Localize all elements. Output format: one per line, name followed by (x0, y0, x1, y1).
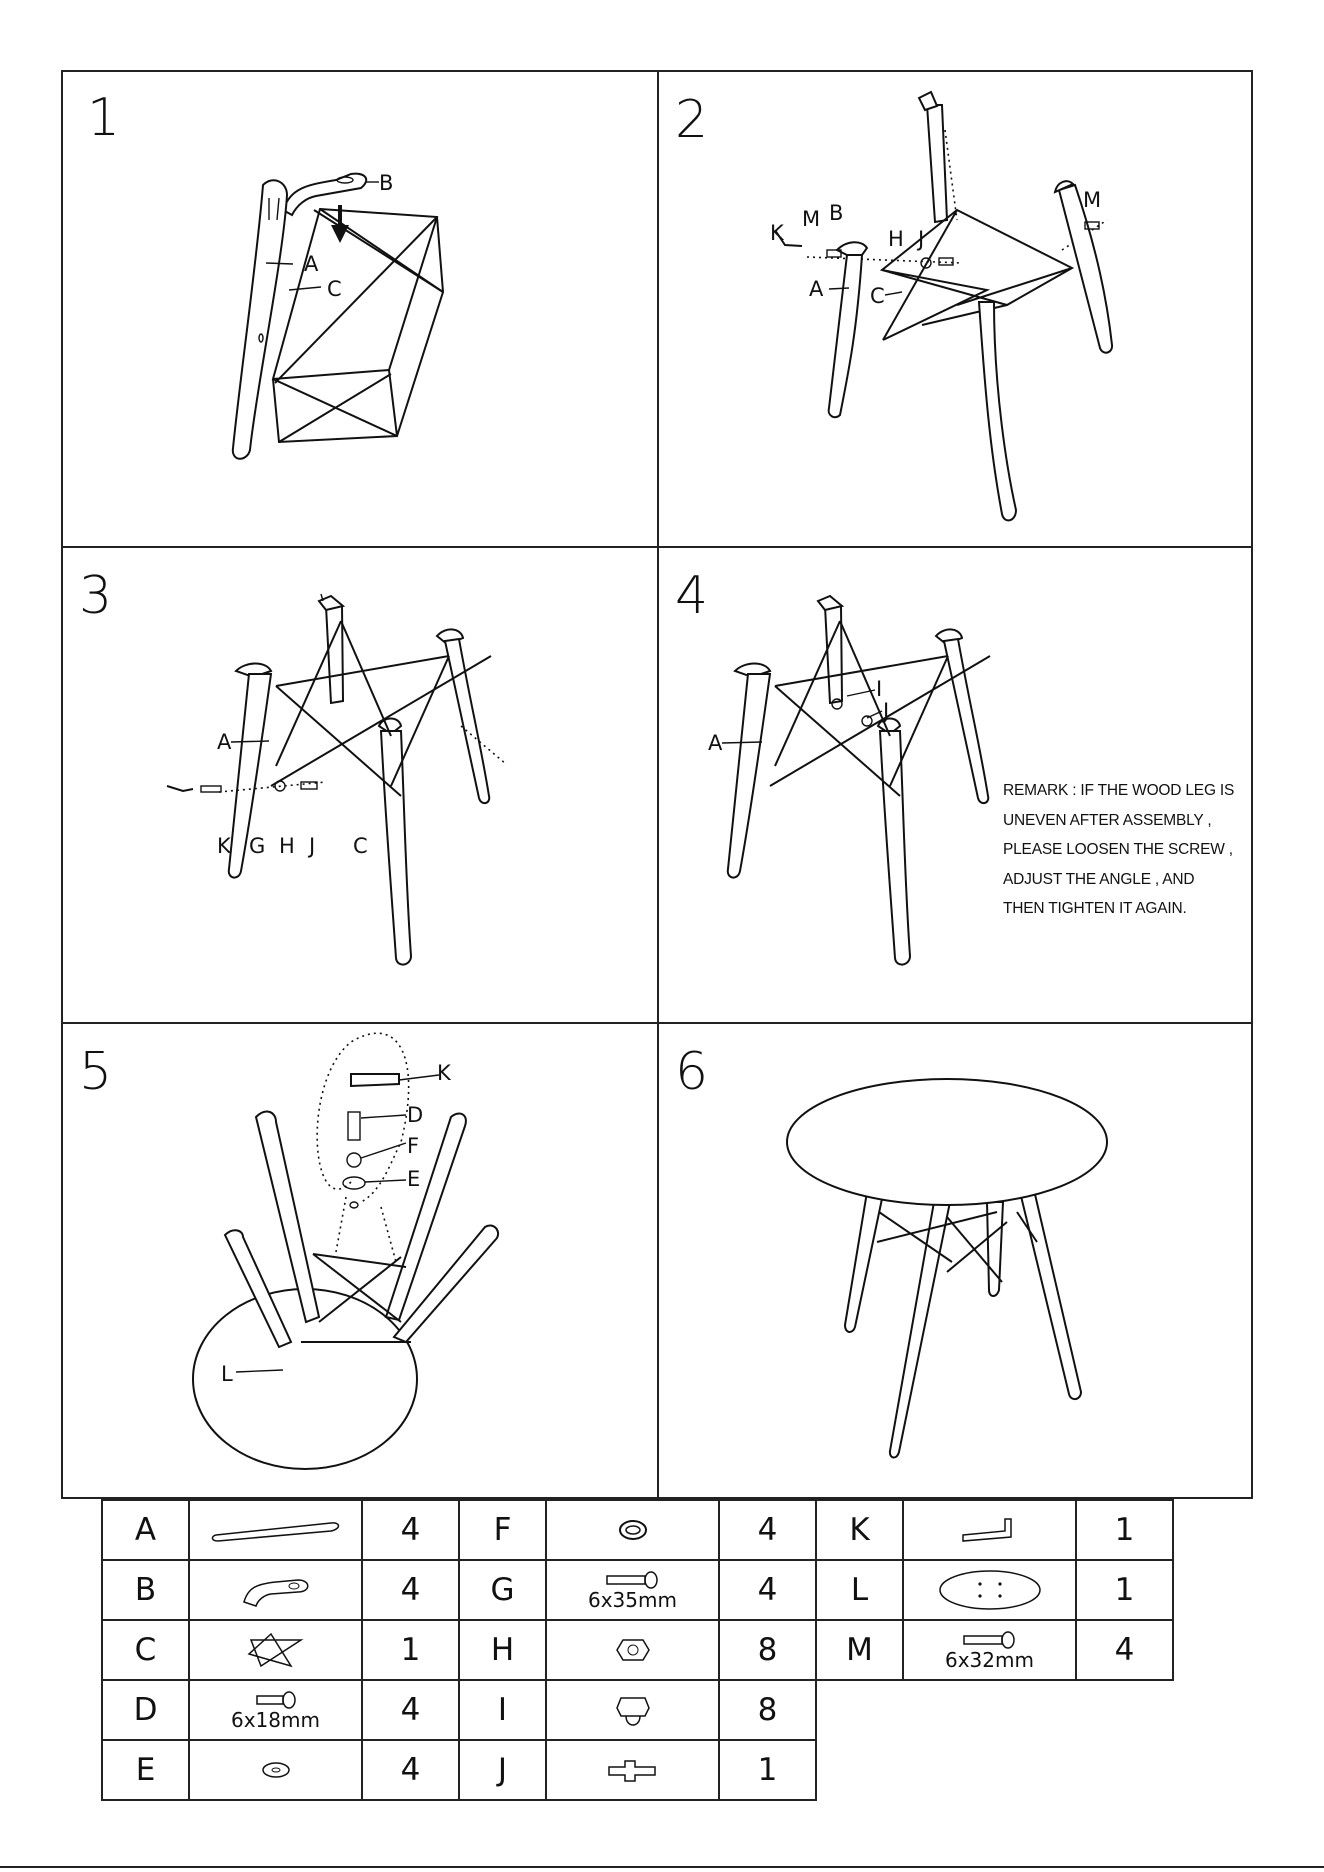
remark-line: UNEVEN AFTER ASSEMBLY , (1003, 806, 1253, 836)
label-j: J (307, 834, 315, 858)
label-b: B (379, 171, 393, 195)
part-code: B (102, 1560, 189, 1620)
cap-nut-icon (546, 1680, 719, 1740)
parts-list-table: A 4 F 4 K 1 B 4 G 6x35mm 4 L 1 C 1 H 8 M… (101, 1499, 1174, 1801)
part-qty: 4 (719, 1560, 816, 1620)
part-qty: 1 (1076, 1560, 1173, 1620)
spring-washer-icon (546, 1500, 719, 1560)
step-2-panel: 2 K M B H J M A (657, 70, 1253, 546)
label-i: I (876, 677, 882, 701)
label-d: D (407, 1103, 423, 1127)
table-top-icon (903, 1560, 1076, 1620)
part-code: L (816, 1560, 903, 1620)
part-qty: 4 (362, 1740, 459, 1800)
label-m: M (802, 207, 820, 231)
remark-line: REMARK : IF THE WOOD LEG IS (1003, 776, 1253, 806)
step-2-illustration: K M B H J M A C (657, 70, 1253, 546)
label-l: L (221, 1362, 233, 1386)
part-qty: 8 (719, 1680, 816, 1740)
part-qty: 4 (1076, 1620, 1173, 1680)
label-a: A (809, 277, 824, 301)
screw-icon: 6x18mm (189, 1680, 362, 1740)
table-row: B 4 G 6x35mm 4 L 1 (102, 1560, 1173, 1620)
step-1-panel: 1 B A C (61, 70, 657, 546)
part-size: 6x18mm (190, 1710, 361, 1730)
step-1-illustration: B A C (61, 70, 657, 546)
part-code: K (816, 1500, 903, 1560)
step-6-illustration (657, 1022, 1253, 1499)
part-code: E (102, 1740, 189, 1800)
wrench-icon (546, 1740, 719, 1800)
part-code: G (459, 1560, 546, 1620)
part-code: J (459, 1740, 546, 1800)
label-m-right: M (1083, 188, 1101, 212)
allen-key-icon (903, 1500, 1076, 1560)
remark-note: REMARK : IF THE WOOD LEG IS UNEVEN AFTER… (1003, 776, 1253, 924)
label-k: K (770, 221, 785, 245)
part-qty: 1 (1076, 1500, 1173, 1560)
table-row: D 6x18mm 4 I 8 (102, 1680, 1173, 1740)
part-code: C (102, 1620, 189, 1680)
part-qty: 4 (362, 1680, 459, 1740)
part-qty: 1 (719, 1740, 816, 1800)
bracket-icon (189, 1560, 362, 1620)
wood-leg-icon (189, 1500, 362, 1560)
remark-line: ADJUST THE ANGLE , AND (1003, 865, 1253, 895)
label-c: C (353, 834, 368, 858)
label-e: E (407, 1167, 420, 1191)
part-code: H (459, 1620, 546, 1680)
part-code: F (459, 1500, 546, 1560)
step-3-illustration: K G H J C A (61, 546, 657, 1022)
label-j: J (916, 227, 924, 251)
screw-icon: 6x32mm (903, 1620, 1076, 1680)
part-qty: 4 (362, 1560, 459, 1620)
part-size: 6x32mm (904, 1650, 1075, 1670)
step-5-panel: 5 K D F E L (61, 1022, 657, 1499)
hex-nut-icon (546, 1620, 719, 1680)
remark-line: THEN TIGHTEN IT AGAIN. (1003, 894, 1253, 924)
part-code: A (102, 1500, 189, 1560)
label-a: A (217, 730, 232, 754)
table-row: C 1 H 8 M 6x32mm 4 (102, 1620, 1173, 1680)
part-code: I (459, 1680, 546, 1740)
label-h: H (888, 227, 904, 251)
remark-line: PLEASE LOOSEN THE SCREW , (1003, 835, 1253, 865)
label-j: J (881, 699, 889, 723)
part-qty: 8 (719, 1620, 816, 1680)
part-qty: 4 (719, 1500, 816, 1560)
page-bottom-rule (0, 1866, 1324, 1868)
label-b: B (829, 201, 843, 225)
table-row: A 4 F 4 K 1 (102, 1500, 1173, 1560)
label-c: C (327, 277, 342, 301)
part-qty: 1 (362, 1620, 459, 1680)
label-f: F (407, 1134, 419, 1158)
label-h: H (279, 834, 295, 858)
label-c: C (870, 284, 885, 308)
flat-washer-icon (189, 1740, 362, 1800)
part-qty: 4 (362, 1500, 459, 1560)
part-size: 6x35mm (547, 1590, 718, 1610)
table-row: E 4 J 1 (102, 1740, 1173, 1800)
label-k: K (217, 834, 232, 858)
screw-icon: 6x35mm (546, 1560, 719, 1620)
step-6-panel: 6 (657, 1022, 1253, 1499)
part-code: M (816, 1620, 903, 1680)
label-a: A (708, 731, 723, 755)
label-k: K (437, 1061, 452, 1085)
label-g: G (249, 834, 265, 858)
step-3-panel: 3 K G H J C A (61, 546, 657, 1022)
metal-frame-icon (189, 1620, 362, 1680)
step-5-illustration: K D F E L (61, 1022, 657, 1499)
part-code: D (102, 1680, 189, 1740)
